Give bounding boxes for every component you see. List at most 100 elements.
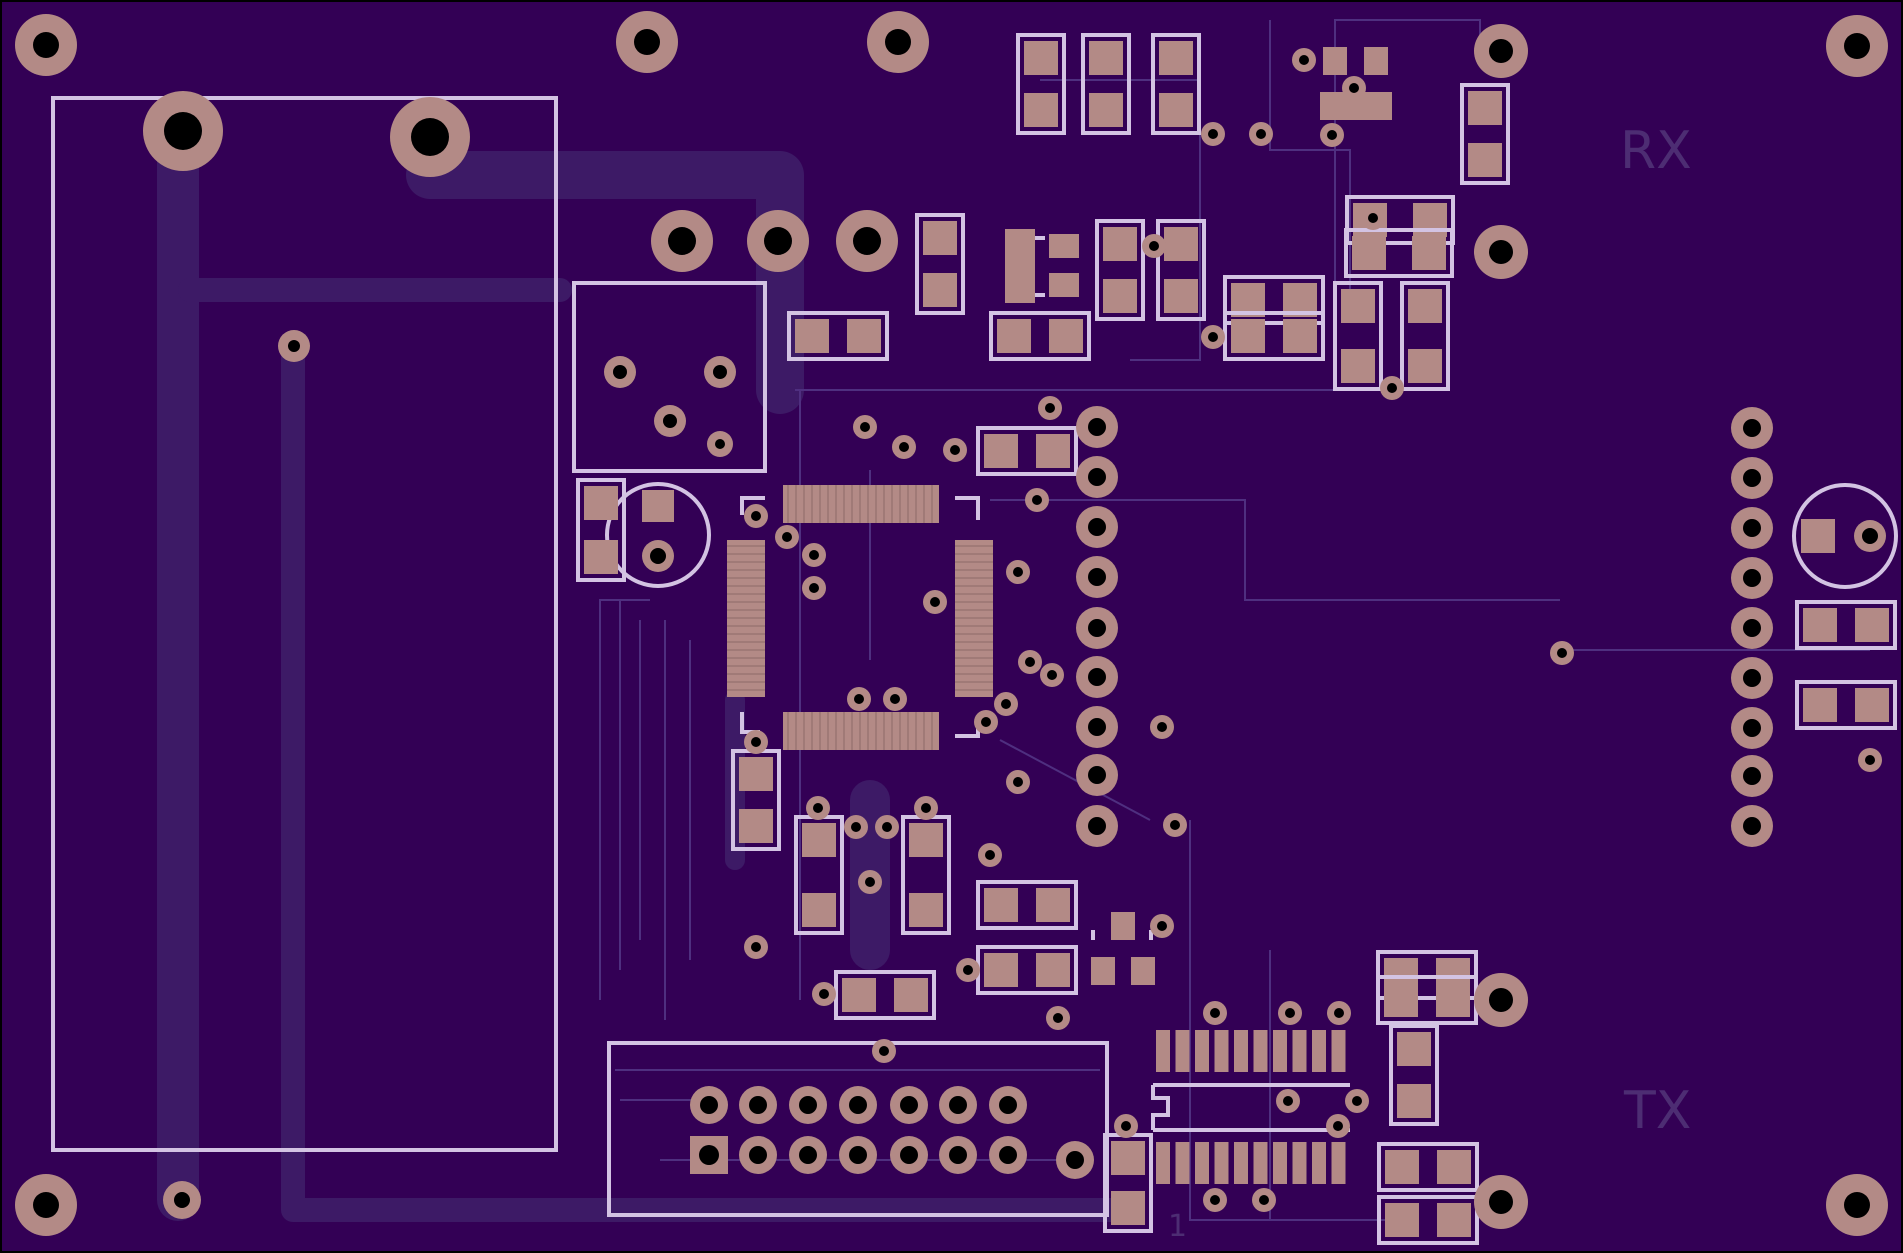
tssop-pin xyxy=(1253,1030,1268,1072)
through-hole-layer xyxy=(15,11,1888,1236)
smd-outline xyxy=(1016,33,1066,135)
drill-hole xyxy=(949,1146,967,1164)
smd-pad xyxy=(1412,236,1446,270)
smd-pad xyxy=(842,978,876,1012)
tssop-pin xyxy=(1253,1142,1268,1184)
via-hole xyxy=(1032,495,1042,505)
smd-part xyxy=(1151,33,1201,135)
drill-hole xyxy=(999,1096,1017,1114)
drill-hole xyxy=(1743,419,1761,437)
smd-outline xyxy=(1795,680,1897,730)
smd-pad xyxy=(1436,983,1470,1017)
smd-pad xyxy=(997,319,1031,353)
via-hole xyxy=(879,1046,889,1056)
drill-hole xyxy=(749,1146,767,1164)
via-hole xyxy=(1013,777,1023,787)
tssop-pin xyxy=(1312,1142,1326,1184)
smd-pad xyxy=(1103,227,1137,261)
smd-part xyxy=(1016,33,1066,135)
smd-pad xyxy=(1385,1150,1419,1184)
via-hole xyxy=(1210,1008,1220,1018)
smd-outline xyxy=(915,213,965,315)
led-left-pad-square xyxy=(642,490,674,522)
tssop-pin xyxy=(1273,1030,1287,1072)
smd-pad xyxy=(1049,319,1083,353)
drill-hole xyxy=(663,414,677,428)
battery-holder-outline xyxy=(51,96,558,1152)
tssop-pin xyxy=(1175,1142,1190,1184)
via-hole xyxy=(1001,699,1011,709)
via-hole xyxy=(930,597,940,607)
drill-hole xyxy=(1743,569,1761,587)
smd-part xyxy=(1333,281,1383,391)
via-hole xyxy=(860,422,870,432)
smd-outline xyxy=(1223,275,1325,325)
via-hole xyxy=(1368,213,1378,223)
smd-pad xyxy=(1024,93,1058,127)
smd-pad xyxy=(984,888,1018,922)
via-hole xyxy=(921,803,931,813)
drill-hole xyxy=(1088,468,1106,486)
smd-part xyxy=(1400,281,1450,391)
smd-pad xyxy=(795,319,829,353)
drill-hole xyxy=(715,439,725,449)
smd-pad xyxy=(1855,608,1889,642)
smd-pad xyxy=(584,486,618,520)
drill-hole xyxy=(288,340,300,352)
via-hole xyxy=(1208,129,1218,139)
drill-hole xyxy=(749,1096,767,1114)
smd-pad xyxy=(923,221,957,255)
smd-pad xyxy=(1164,279,1198,313)
drill-hole xyxy=(1844,1192,1870,1218)
tssop-pin xyxy=(1214,1142,1229,1184)
via-hole xyxy=(751,737,761,747)
smd-outline xyxy=(1333,281,1383,391)
tssop-pin xyxy=(1234,1030,1248,1072)
smd-pad xyxy=(1352,236,1386,270)
smd-outline xyxy=(1345,195,1455,245)
via-hole xyxy=(950,445,960,455)
drill-hole xyxy=(799,1146,817,1164)
drill-hole xyxy=(700,1096,718,1114)
smd-part xyxy=(1795,600,1897,650)
via-hole xyxy=(1256,129,1266,139)
drill-hole xyxy=(1743,669,1761,687)
smd-pad xyxy=(1024,41,1058,75)
tssop-outline xyxy=(1151,1083,1350,1132)
drill-hole xyxy=(634,29,660,55)
mcu-pad-gaps xyxy=(727,485,993,750)
via-hole xyxy=(1557,648,1567,658)
tssop-pin xyxy=(1331,1142,1346,1184)
smd-part xyxy=(989,311,1091,361)
drill-hole xyxy=(900,1096,918,1114)
smd-outline xyxy=(989,311,1091,361)
smd-outline xyxy=(1081,33,1131,135)
smd-outline xyxy=(1151,33,1201,135)
via-hole xyxy=(1327,130,1337,140)
via-hole xyxy=(985,850,995,860)
via-hole xyxy=(1149,241,1159,251)
tssop-pin xyxy=(1195,1142,1209,1184)
via-hole xyxy=(1285,1008,1295,1018)
via-hole xyxy=(1157,722,1167,732)
smd-pad xyxy=(1111,1191,1145,1225)
smd-outline xyxy=(1377,1142,1479,1192)
drill-hole xyxy=(1088,668,1106,686)
via-hole xyxy=(890,694,900,704)
smd-part xyxy=(1103,1133,1153,1233)
smd-pad xyxy=(1283,319,1317,353)
via-hole xyxy=(813,803,823,813)
smd-part xyxy=(1460,83,1510,185)
smd-outline xyxy=(1344,228,1454,278)
smd-pad xyxy=(1468,143,1502,177)
smd-outline xyxy=(1377,1195,1479,1245)
via-hole xyxy=(1259,1195,1269,1205)
mcu-pads-bottom xyxy=(783,712,939,750)
led-right-pad-square xyxy=(1801,519,1835,553)
smd-outline xyxy=(834,970,936,1020)
smd-pad xyxy=(1384,983,1418,1017)
smd-pad xyxy=(1159,93,1193,127)
smd-part xyxy=(1095,219,1145,321)
via-hole xyxy=(782,532,792,542)
